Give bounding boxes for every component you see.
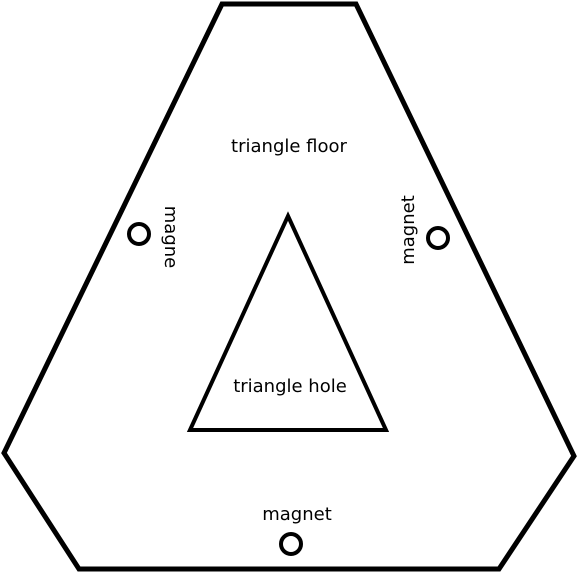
magnet-left-circle bbox=[127, 222, 151, 246]
triangle-hole-outline bbox=[186, 211, 390, 432]
triangle-hole-label: triangle hole bbox=[233, 376, 347, 397]
magnet-bottom-label: magnet bbox=[262, 504, 332, 525]
triangle-floor-label: triangle floor bbox=[231, 136, 347, 157]
magnet-right-circle bbox=[426, 226, 450, 250]
magnet-left-label: magne bbox=[160, 206, 181, 268]
magnet-right-label: magnet bbox=[398, 195, 419, 265]
magnet-bottom-circle bbox=[279, 532, 303, 556]
